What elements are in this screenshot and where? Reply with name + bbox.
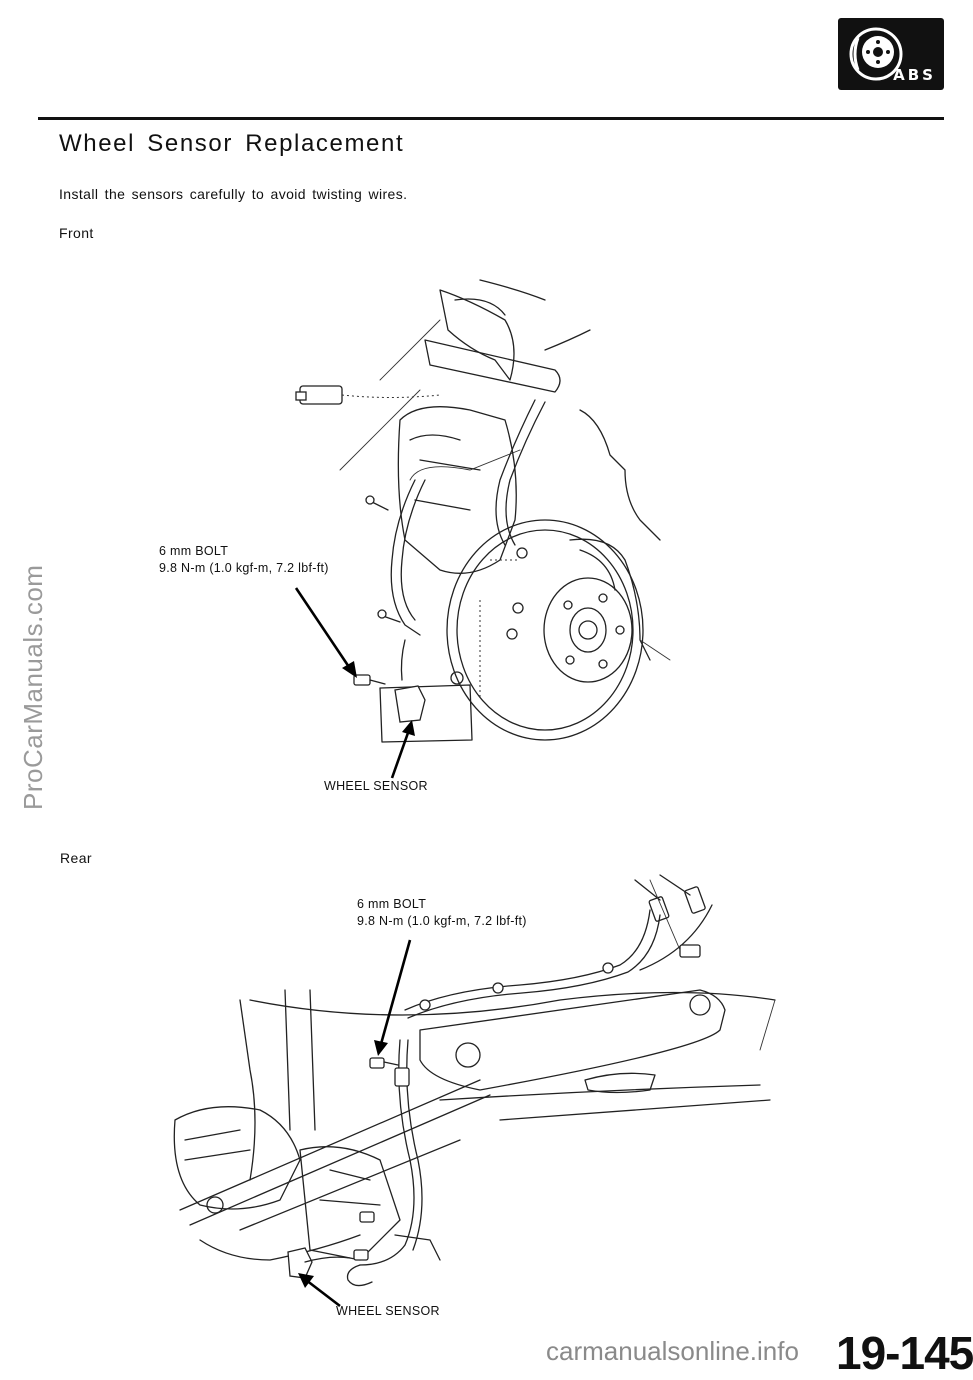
front-wheel-illustration — [294, 279, 671, 779]
section-label-rear: Rear — [60, 850, 92, 866]
abs-label: ABS — [893, 66, 936, 84]
intro-text: Install the sensors carefully to avoid t… — [59, 186, 408, 202]
brake-disc-icon — [849, 27, 903, 81]
rear-bolt-torque: 9.8 N-m (1.0 kgf-m, 7.2 lbf-ft) — [357, 914, 527, 928]
page-title: Wheel Sensor Replacement — [59, 130, 405, 157]
front-wheel-sensor-label: WHEEL SENSOR — [324, 779, 428, 793]
section-label-front: Front — [59, 225, 94, 241]
front-bolt-torque: 9.8 N-m (1.0 kgf-m, 7.2 lbf-ft) — [159, 561, 329, 575]
rear-bolt-callout: 6 mm BOLT 9.8 N-m (1.0 kgf-m, 7.2 lbf-ft… — [357, 896, 527, 930]
rear-wheel-illustration — [173, 874, 776, 1308]
page-number: 19-145 — [836, 1327, 973, 1379]
front-bolt-callout: 6 mm BOLT 9.8 N-m (1.0 kgf-m, 7.2 lbf-ft… — [159, 543, 329, 577]
rear-bolt-size: 6 mm BOLT — [357, 897, 427, 911]
header-rule — [38, 117, 944, 120]
front-bolt-size: 6 mm BOLT — [159, 544, 229, 558]
abs-badge: ABS — [838, 18, 944, 90]
rear-wheel-sensor-label: WHEEL SENSOR — [336, 1304, 440, 1318]
bottom-watermark: carmanualsonline.info — [546, 1336, 799, 1366]
side-watermark: ProCarManuals.com — [18, 564, 48, 810]
